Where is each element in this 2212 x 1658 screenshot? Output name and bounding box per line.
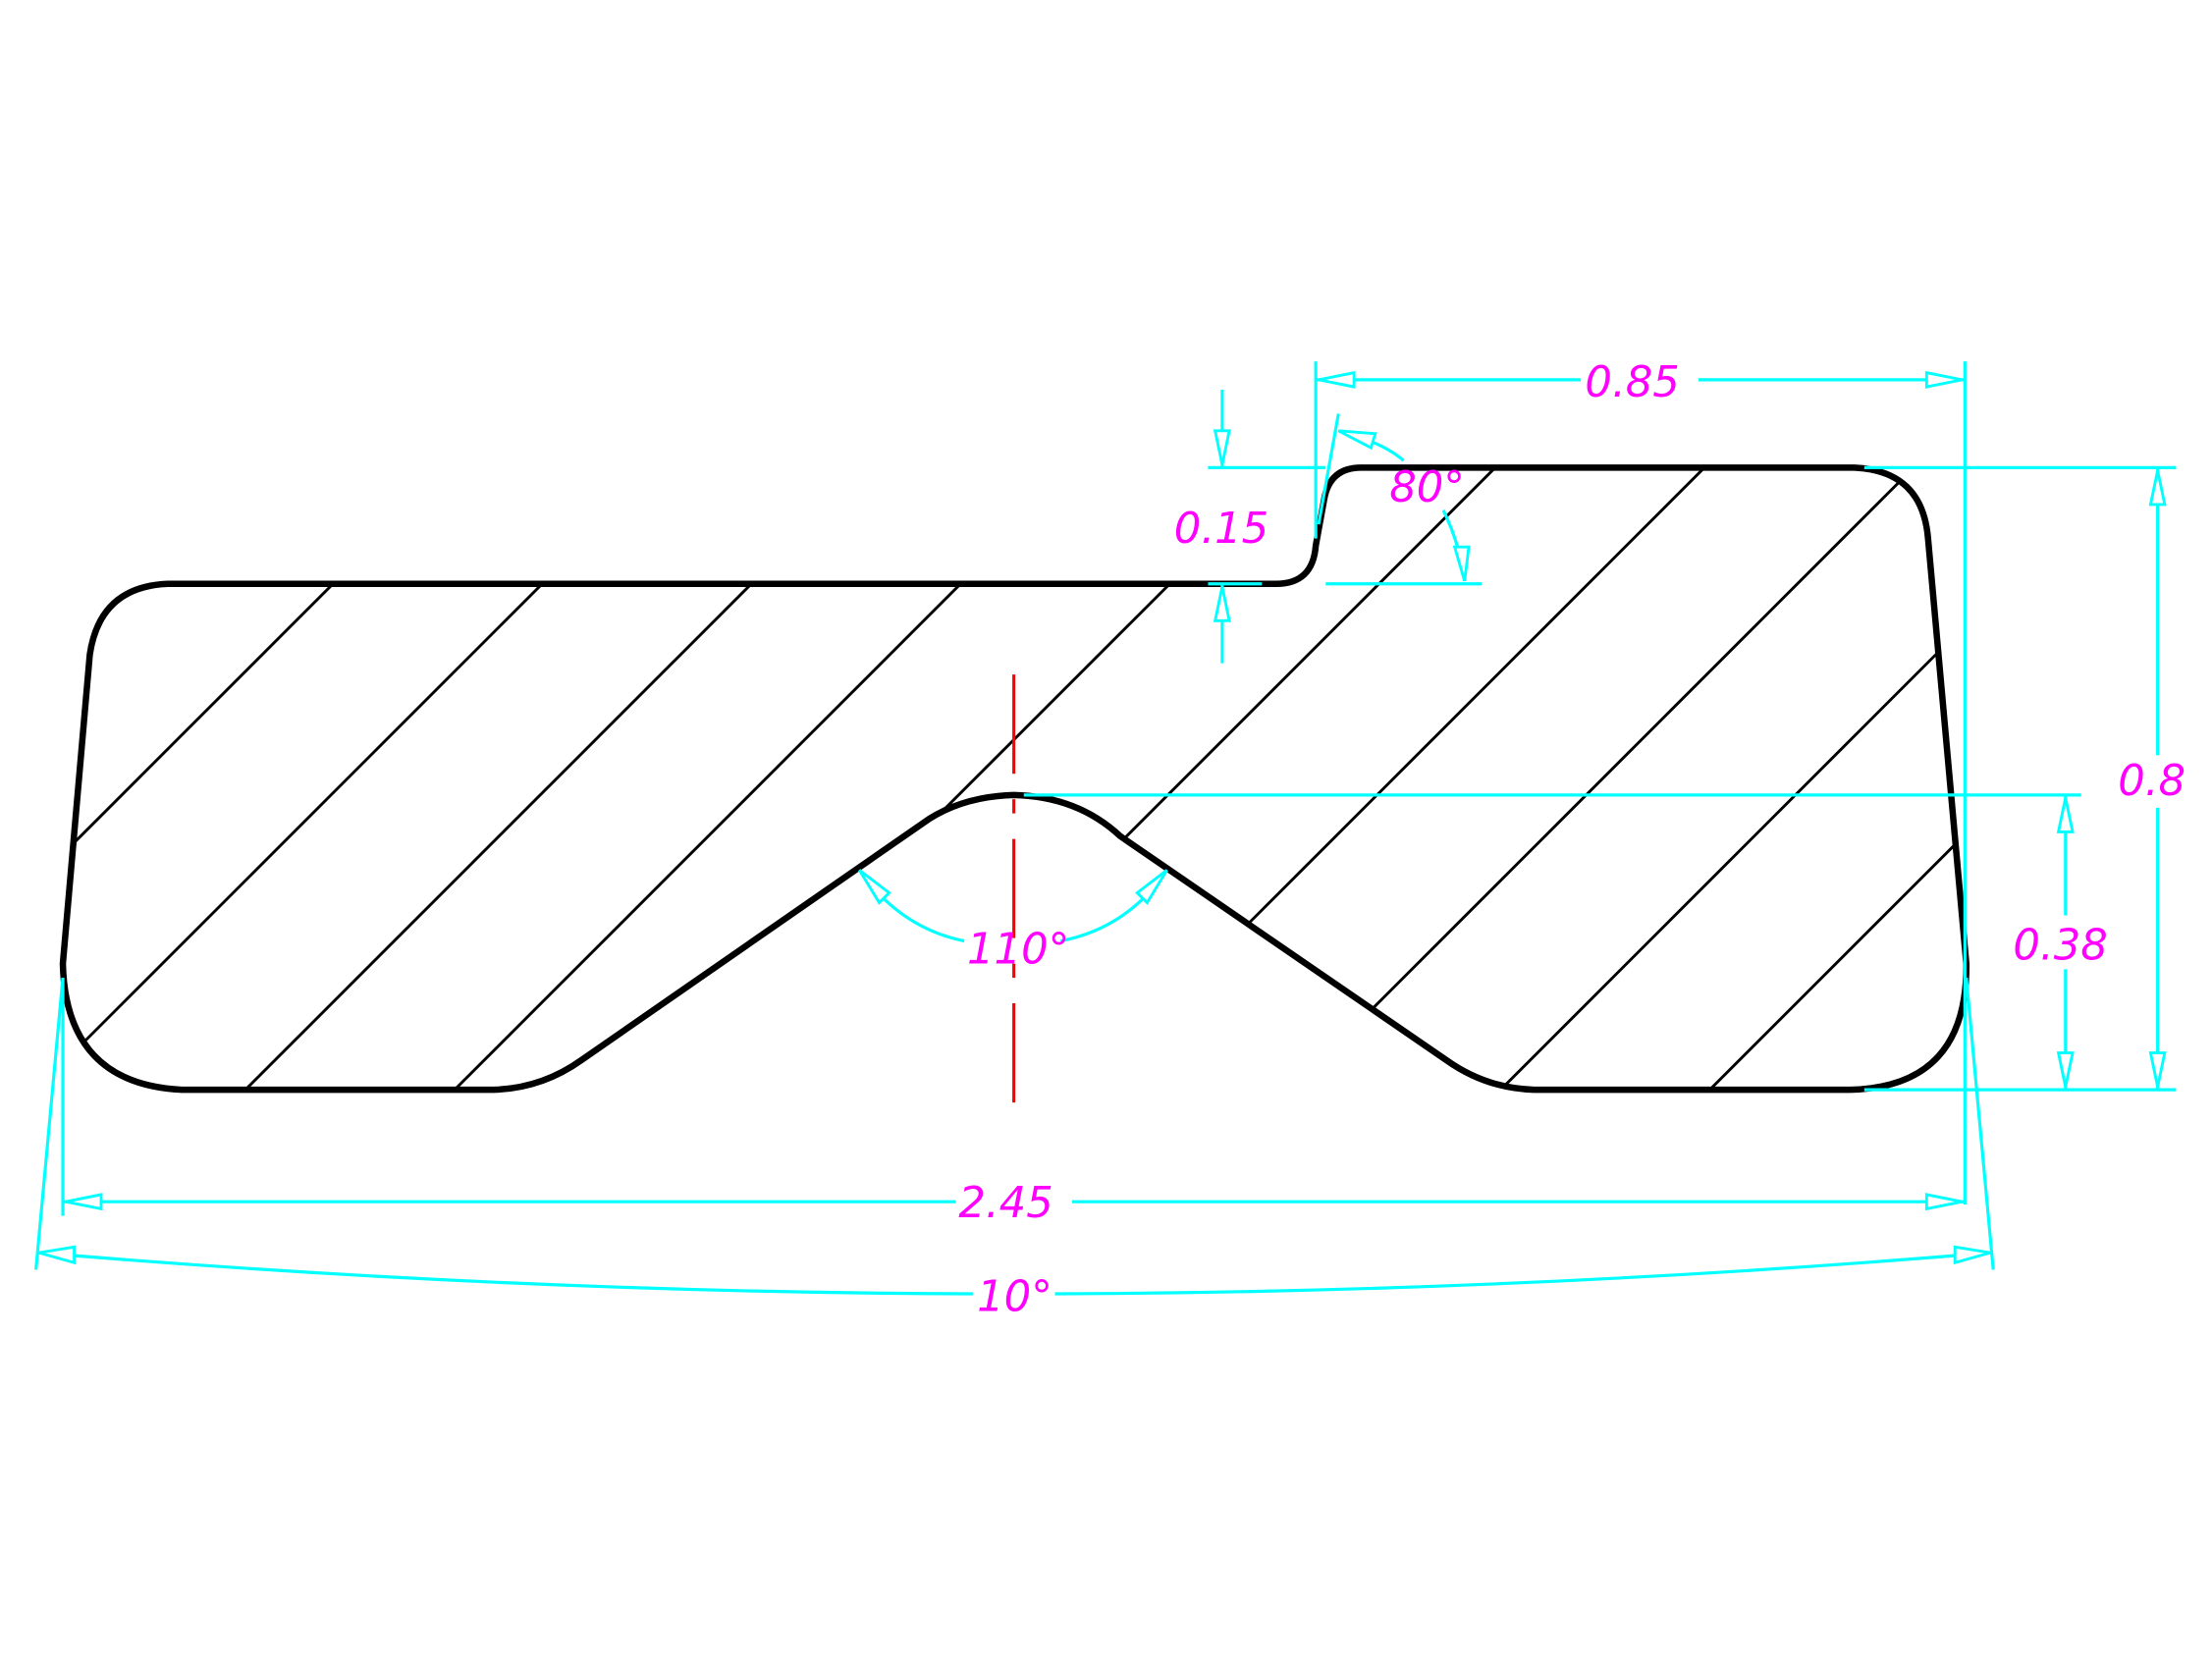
dim-step-angle: 80° <box>1317 413 1483 586</box>
dim-step-height: 0.15 <box>1174 389 1326 664</box>
label-groove-depth: 0.38 <box>2013 921 2107 970</box>
hatch-line <box>1455 467 1967 1091</box>
hatch-line <box>1246 467 1958 1091</box>
hatch-line <box>63 467 702 1091</box>
label-step-height: 0.15 <box>1174 505 1268 554</box>
label-groove-angle: 110° <box>967 926 1069 975</box>
part-outline <box>59 464 1970 1094</box>
dim-top-width: 0.85 <box>1314 358 1967 1205</box>
hatch-line <box>63 467 284 1091</box>
dim-groove-angle: 110° <box>858 869 1168 975</box>
label-step-angle: 80° <box>1389 463 1465 512</box>
hatch-pattern <box>63 467 1967 1091</box>
hatch-line <box>1664 467 1967 1091</box>
label-taper-angle: 10° <box>977 1272 1052 1321</box>
dim-groove-depth: 0.38 <box>1023 793 2108 1091</box>
hatch-line <box>1037 467 1749 1091</box>
dim-total-height: 0.8 <box>1863 465 2185 1092</box>
hatch-line <box>200 467 912 1091</box>
label-overall-width: 2.45 <box>958 1179 1052 1228</box>
dim-taper-angle: 10° <box>34 977 1995 1321</box>
label-total-height: 0.8 <box>2118 757 2185 806</box>
label-top-width: 0.85 <box>1585 358 1679 407</box>
dim-overall-width: 2.45 <box>61 978 1966 1228</box>
